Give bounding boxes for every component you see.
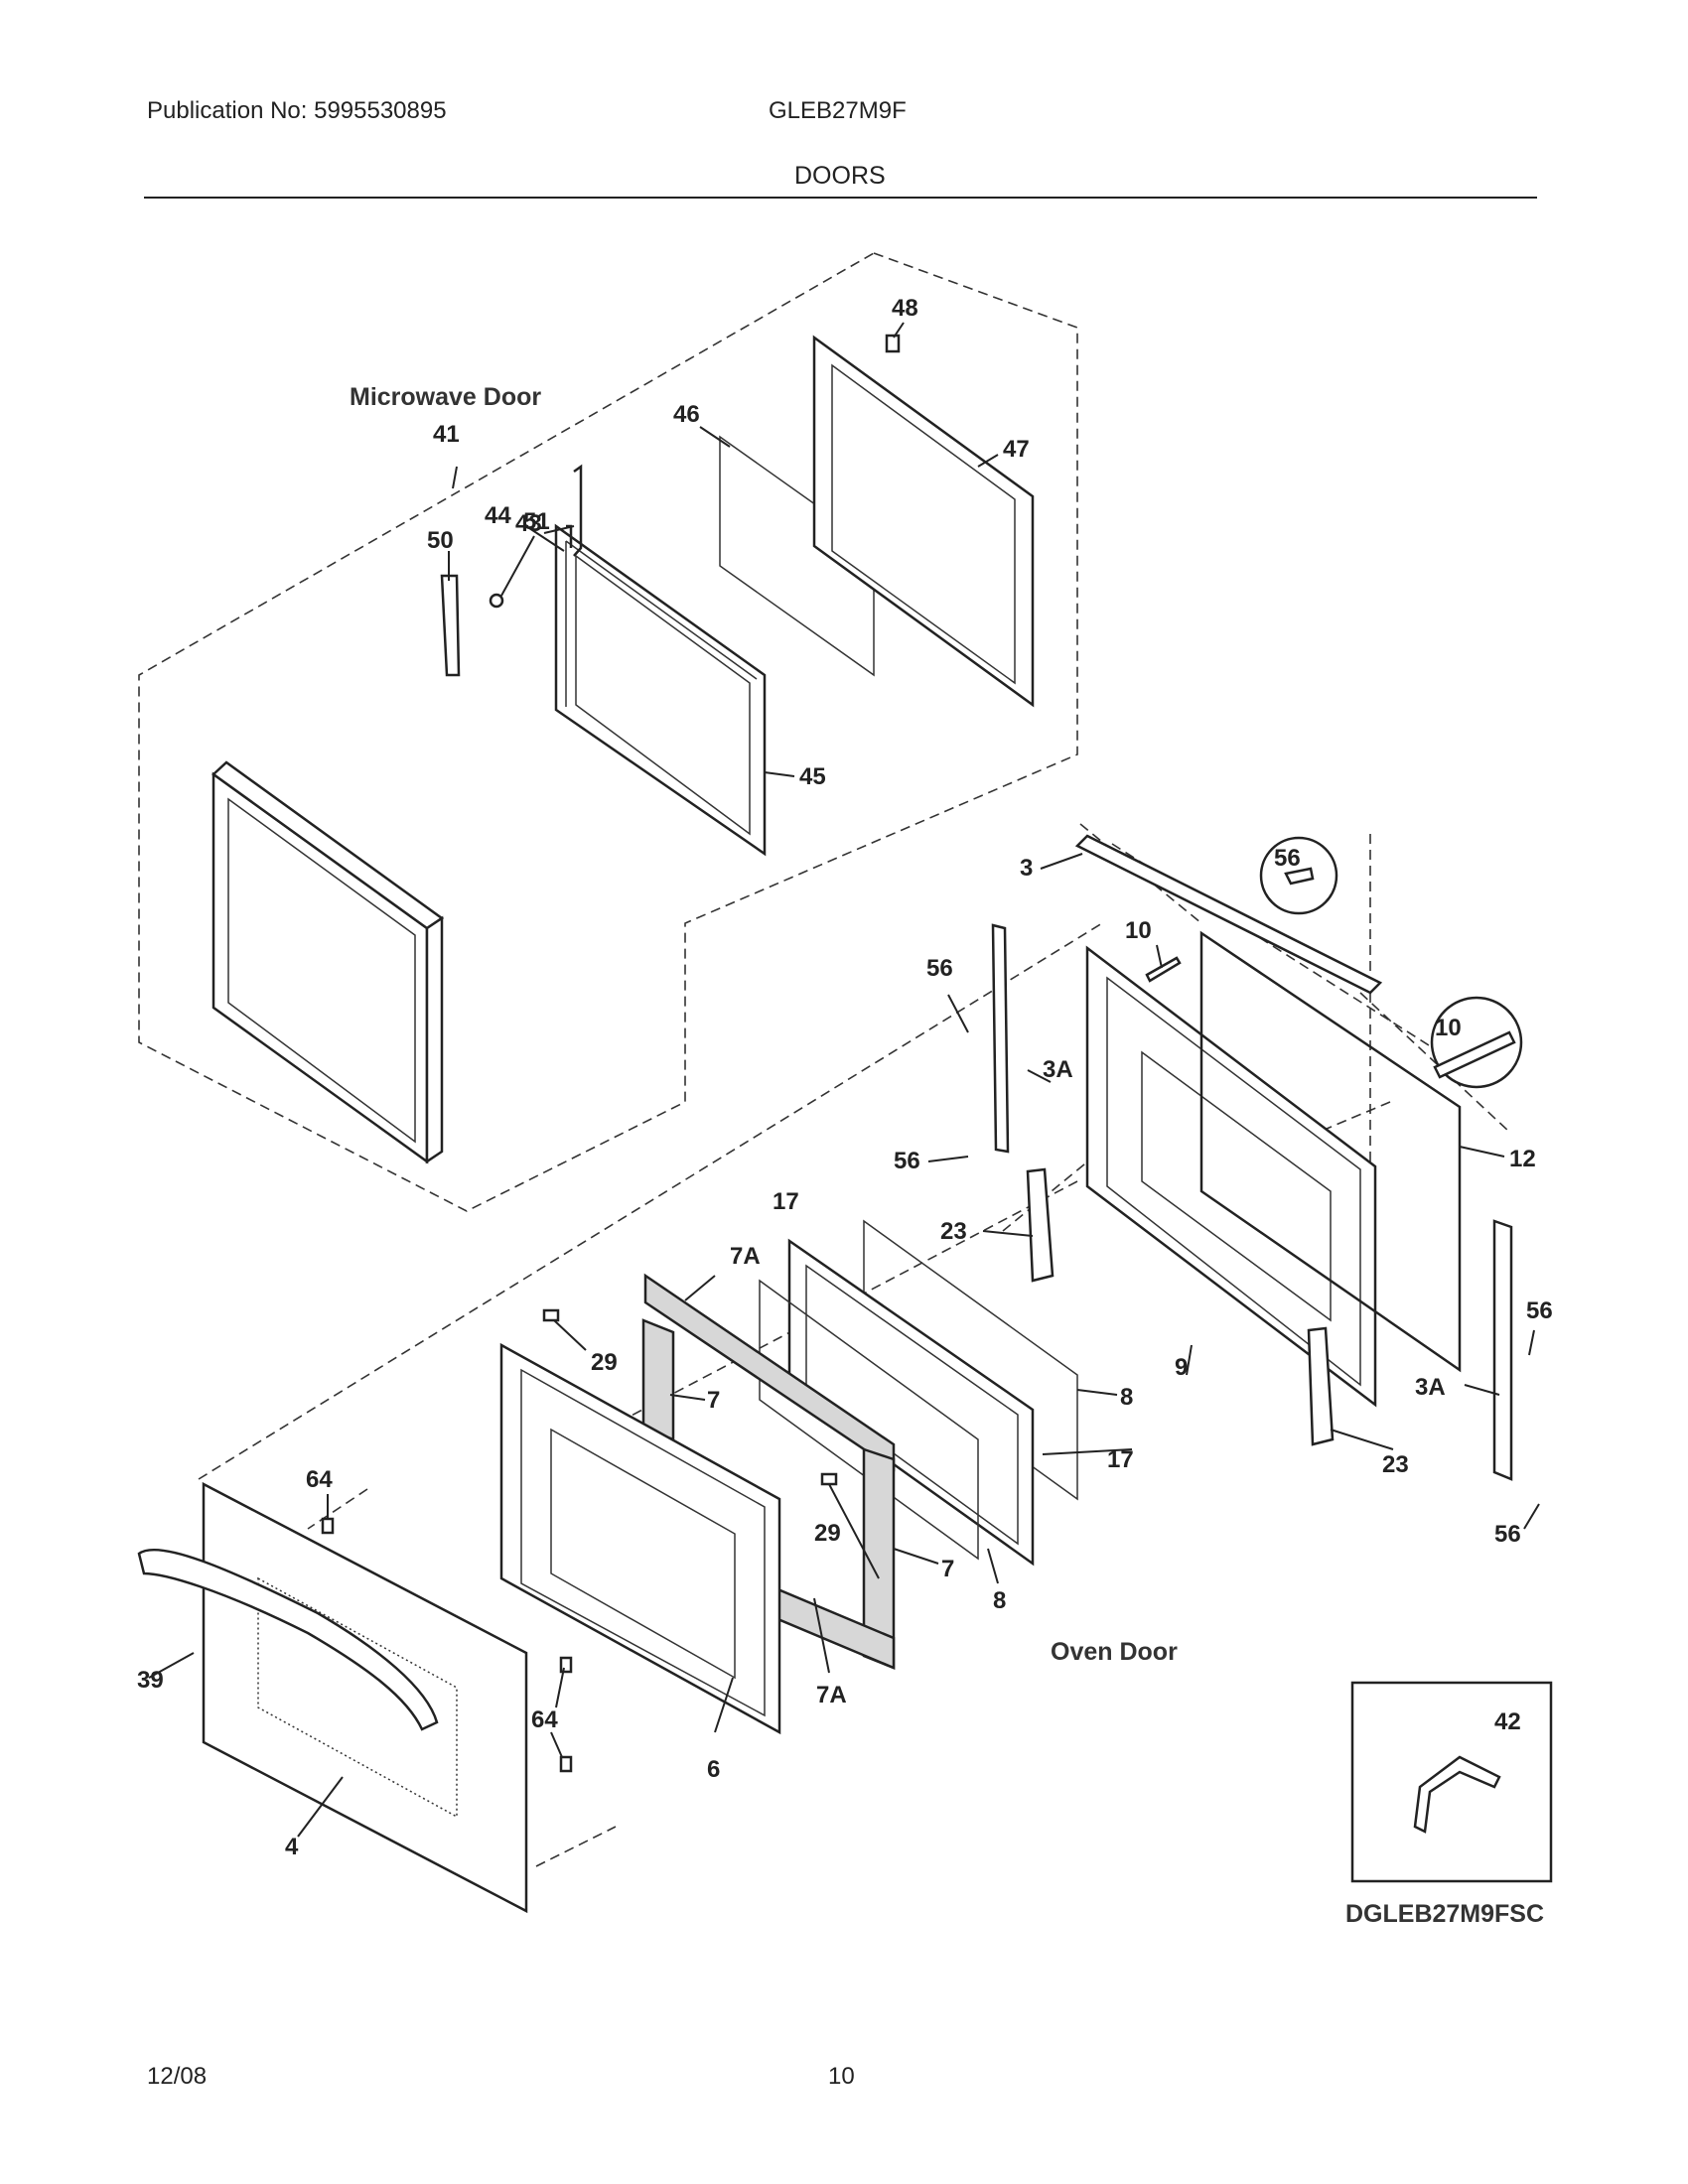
label-44: 44 (485, 502, 511, 529)
oven-door-inner-panel-part (499, 1342, 781, 1735)
label-64-top: 64 (306, 1466, 333, 1493)
microwave-bracket-48-part (885, 334, 901, 353)
microwave-door-group-boundary (138, 252, 1078, 1212)
callout-labels: 48 46 47 41 50 51 45 43 44 3 56 10 56 10… (137, 295, 1553, 1928)
section-title: DOORS (794, 162, 886, 190)
screw-10-part (1145, 956, 1182, 983)
microwave-outer-door-part (211, 760, 445, 1164)
label-17-bottom: 17 (1107, 1446, 1134, 1473)
label-23-right: 23 (1382, 1451, 1409, 1478)
oven-door-insulation-7-left-part (641, 1318, 675, 1441)
label-10-left: 10 (1125, 917, 1152, 944)
label-7A-top: 7A (730, 1243, 761, 1270)
label-46: 46 (673, 401, 700, 428)
label-8-right: 8 (1120, 1384, 1133, 1411)
label-7-bottom: 7 (941, 1556, 954, 1582)
label-3: 3 (1020, 855, 1033, 882)
inset-box (1350, 1681, 1553, 1883)
label-10-callout: 10 (1435, 1015, 1462, 1041)
inset-diagram-code: DGLEB27M9FSC (1345, 1900, 1544, 1928)
microwave-latch-43-part (573, 464, 583, 557)
label-3A-left: 3A (1043, 1056, 1073, 1083)
label-43: 43 (515, 510, 542, 537)
label-64-bottom: 64 (531, 1706, 558, 1733)
microwave-door-frame-part (812, 335, 1035, 708)
label-41: 41 (433, 421, 460, 448)
oven-door-clip-64b-part (559, 1656, 573, 1674)
oven-door-glass-pack-part (787, 1238, 1035, 1567)
inset-bracket-42-part (1413, 1755, 1501, 1834)
label-12: 12 (1509, 1146, 1536, 1172)
oven-door-hinge-left-part (1026, 1167, 1055, 1283)
label-51: 51 (523, 508, 550, 535)
label-7-top: 7 (707, 1387, 720, 1414)
label-29-top: 29 (591, 1349, 618, 1376)
shoulder-screw-10-callout-detail (1433, 1030, 1516, 1079)
microwave-inner-frame-part (554, 523, 767, 857)
oven-door-gasket-part (1199, 930, 1462, 1373)
label-56-left: 56 (926, 955, 953, 982)
label-9: 9 (1175, 1354, 1188, 1381)
label-3A-right: 3A (1415, 1374, 1446, 1401)
oven-door-side-trim-right-part (1492, 1219, 1513, 1481)
screw-56-callout-detail (1284, 867, 1315, 886)
publication-number: Publication No: 5995530895 (147, 97, 447, 124)
label-29-bottom: 29 (814, 1520, 841, 1547)
label-56-top: 56 (1274, 845, 1301, 872)
microwave-choke-cover-50-part (440, 574, 461, 677)
label-23-left: 23 (940, 1218, 967, 1245)
oven-door-top-trim-part (1074, 834, 1383, 995)
label-8-bottom: 8 (993, 1587, 1006, 1614)
oven-door-outer-panel-part (202, 1481, 528, 1914)
oven-door-hinge-right-part (1307, 1326, 1335, 1446)
header-divider (144, 197, 1537, 199)
label-45: 45 (799, 763, 826, 790)
label-48: 48 (892, 295, 918, 322)
microwave-screw-51-part (489, 593, 504, 609)
oven-door-handle-part (137, 1548, 439, 1731)
leader-lines (148, 322, 1540, 1838)
label-50: 50 (427, 527, 454, 554)
label-39: 39 (137, 1667, 164, 1694)
label-56-bottom: 56 (1494, 1521, 1521, 1548)
oven-door-clip-64c-part (559, 1755, 573, 1773)
label-42: 42 (1494, 1708, 1521, 1735)
label-17-top: 17 (773, 1188, 799, 1215)
publication-date: 12/08 (147, 2063, 208, 2090)
label-47: 47 (1003, 436, 1030, 463)
oven-door-liner-part (1085, 945, 1377, 1408)
oven-door-side-trim-left-part (991, 923, 1010, 1154)
label-7A-bottom: 7A (816, 1682, 847, 1708)
label-4: 4 (285, 1834, 299, 1860)
page-number: 10 (828, 2063, 855, 2090)
oven-door-spacer-29b-part (820, 1472, 838, 1486)
label-6: 6 (707, 1756, 720, 1783)
oven-door-spacer-29a-part (542, 1308, 560, 1322)
label-56-mid: 56 (894, 1148, 920, 1174)
microwave-door-title: Microwave Door (350, 383, 541, 411)
label-56-right: 56 (1526, 1297, 1553, 1324)
model-number: GLEB27M9F (769, 97, 907, 124)
oven-door-title: Oven Door (1051, 1638, 1178, 1666)
oven-door-clip-64a-part (321, 1517, 335, 1535)
